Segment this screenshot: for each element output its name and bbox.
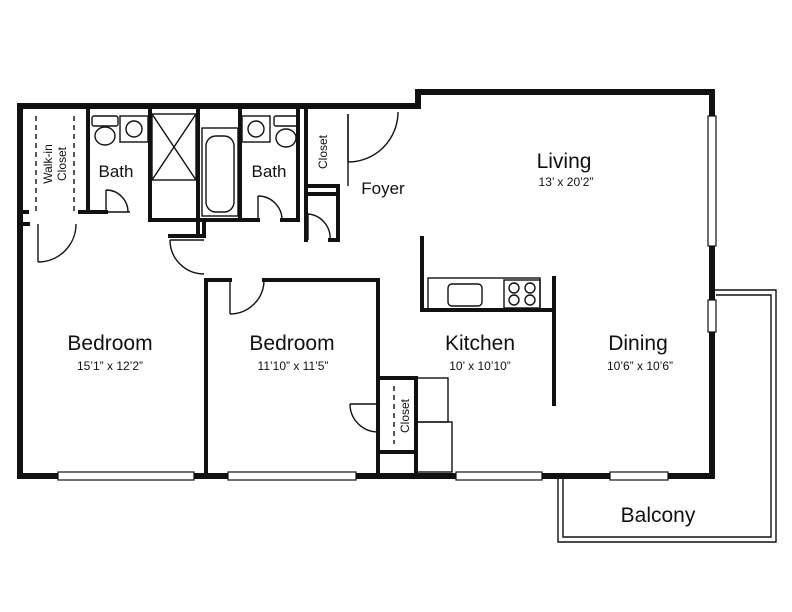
sink-icon xyxy=(119,115,149,143)
exterior-walls xyxy=(17,89,715,479)
kitchen-label: Kitchen xyxy=(445,332,515,355)
bedroom2-label: Bedroom xyxy=(249,332,334,355)
interior-walls xyxy=(18,104,556,478)
sink-icon xyxy=(241,115,271,143)
dining-dims: 10’6” x 10’6” xyxy=(607,359,673,373)
kitchen-counter xyxy=(427,277,541,311)
living-dims: 13’ x 20’2” xyxy=(539,175,594,189)
bath1-label: Bath xyxy=(99,162,134,181)
kitchen-sink-icon xyxy=(447,283,483,307)
balcony-label: Balcony xyxy=(621,504,696,527)
dining-label: Dining xyxy=(608,332,668,355)
living-label: Living xyxy=(537,150,592,173)
kitchen-dims: 10’ x 10’10” xyxy=(449,359,511,373)
walk-in-closet-label-line1: Walk-in xyxy=(41,144,55,184)
bathtub-icon xyxy=(201,127,239,217)
walk-in-closet-label-line2: Closet xyxy=(55,146,69,181)
toilet-icon xyxy=(91,115,119,146)
bedroom1-label: Bedroom xyxy=(67,332,152,355)
bedroom2-dims: 11’10” x 11’5” xyxy=(258,359,329,373)
shower-icon xyxy=(151,113,197,181)
bath2-label: Bath xyxy=(252,162,287,181)
stove-icon xyxy=(503,279,541,309)
thin-lines xyxy=(35,114,777,543)
toilet-icon xyxy=(273,115,299,148)
labels: Living 13’ x 20’2” Dining 10’6” x 10’6” … xyxy=(41,134,696,527)
fixtures xyxy=(91,113,541,311)
windows xyxy=(57,115,717,481)
foyer-label: Foyer xyxy=(361,179,405,198)
foyer-closet-label: Closet xyxy=(316,134,330,169)
bedroom1-dims: 15’1” x 12’2” xyxy=(77,359,143,373)
bedroom2-closet-label: Closet xyxy=(398,398,412,433)
doors xyxy=(37,111,399,433)
